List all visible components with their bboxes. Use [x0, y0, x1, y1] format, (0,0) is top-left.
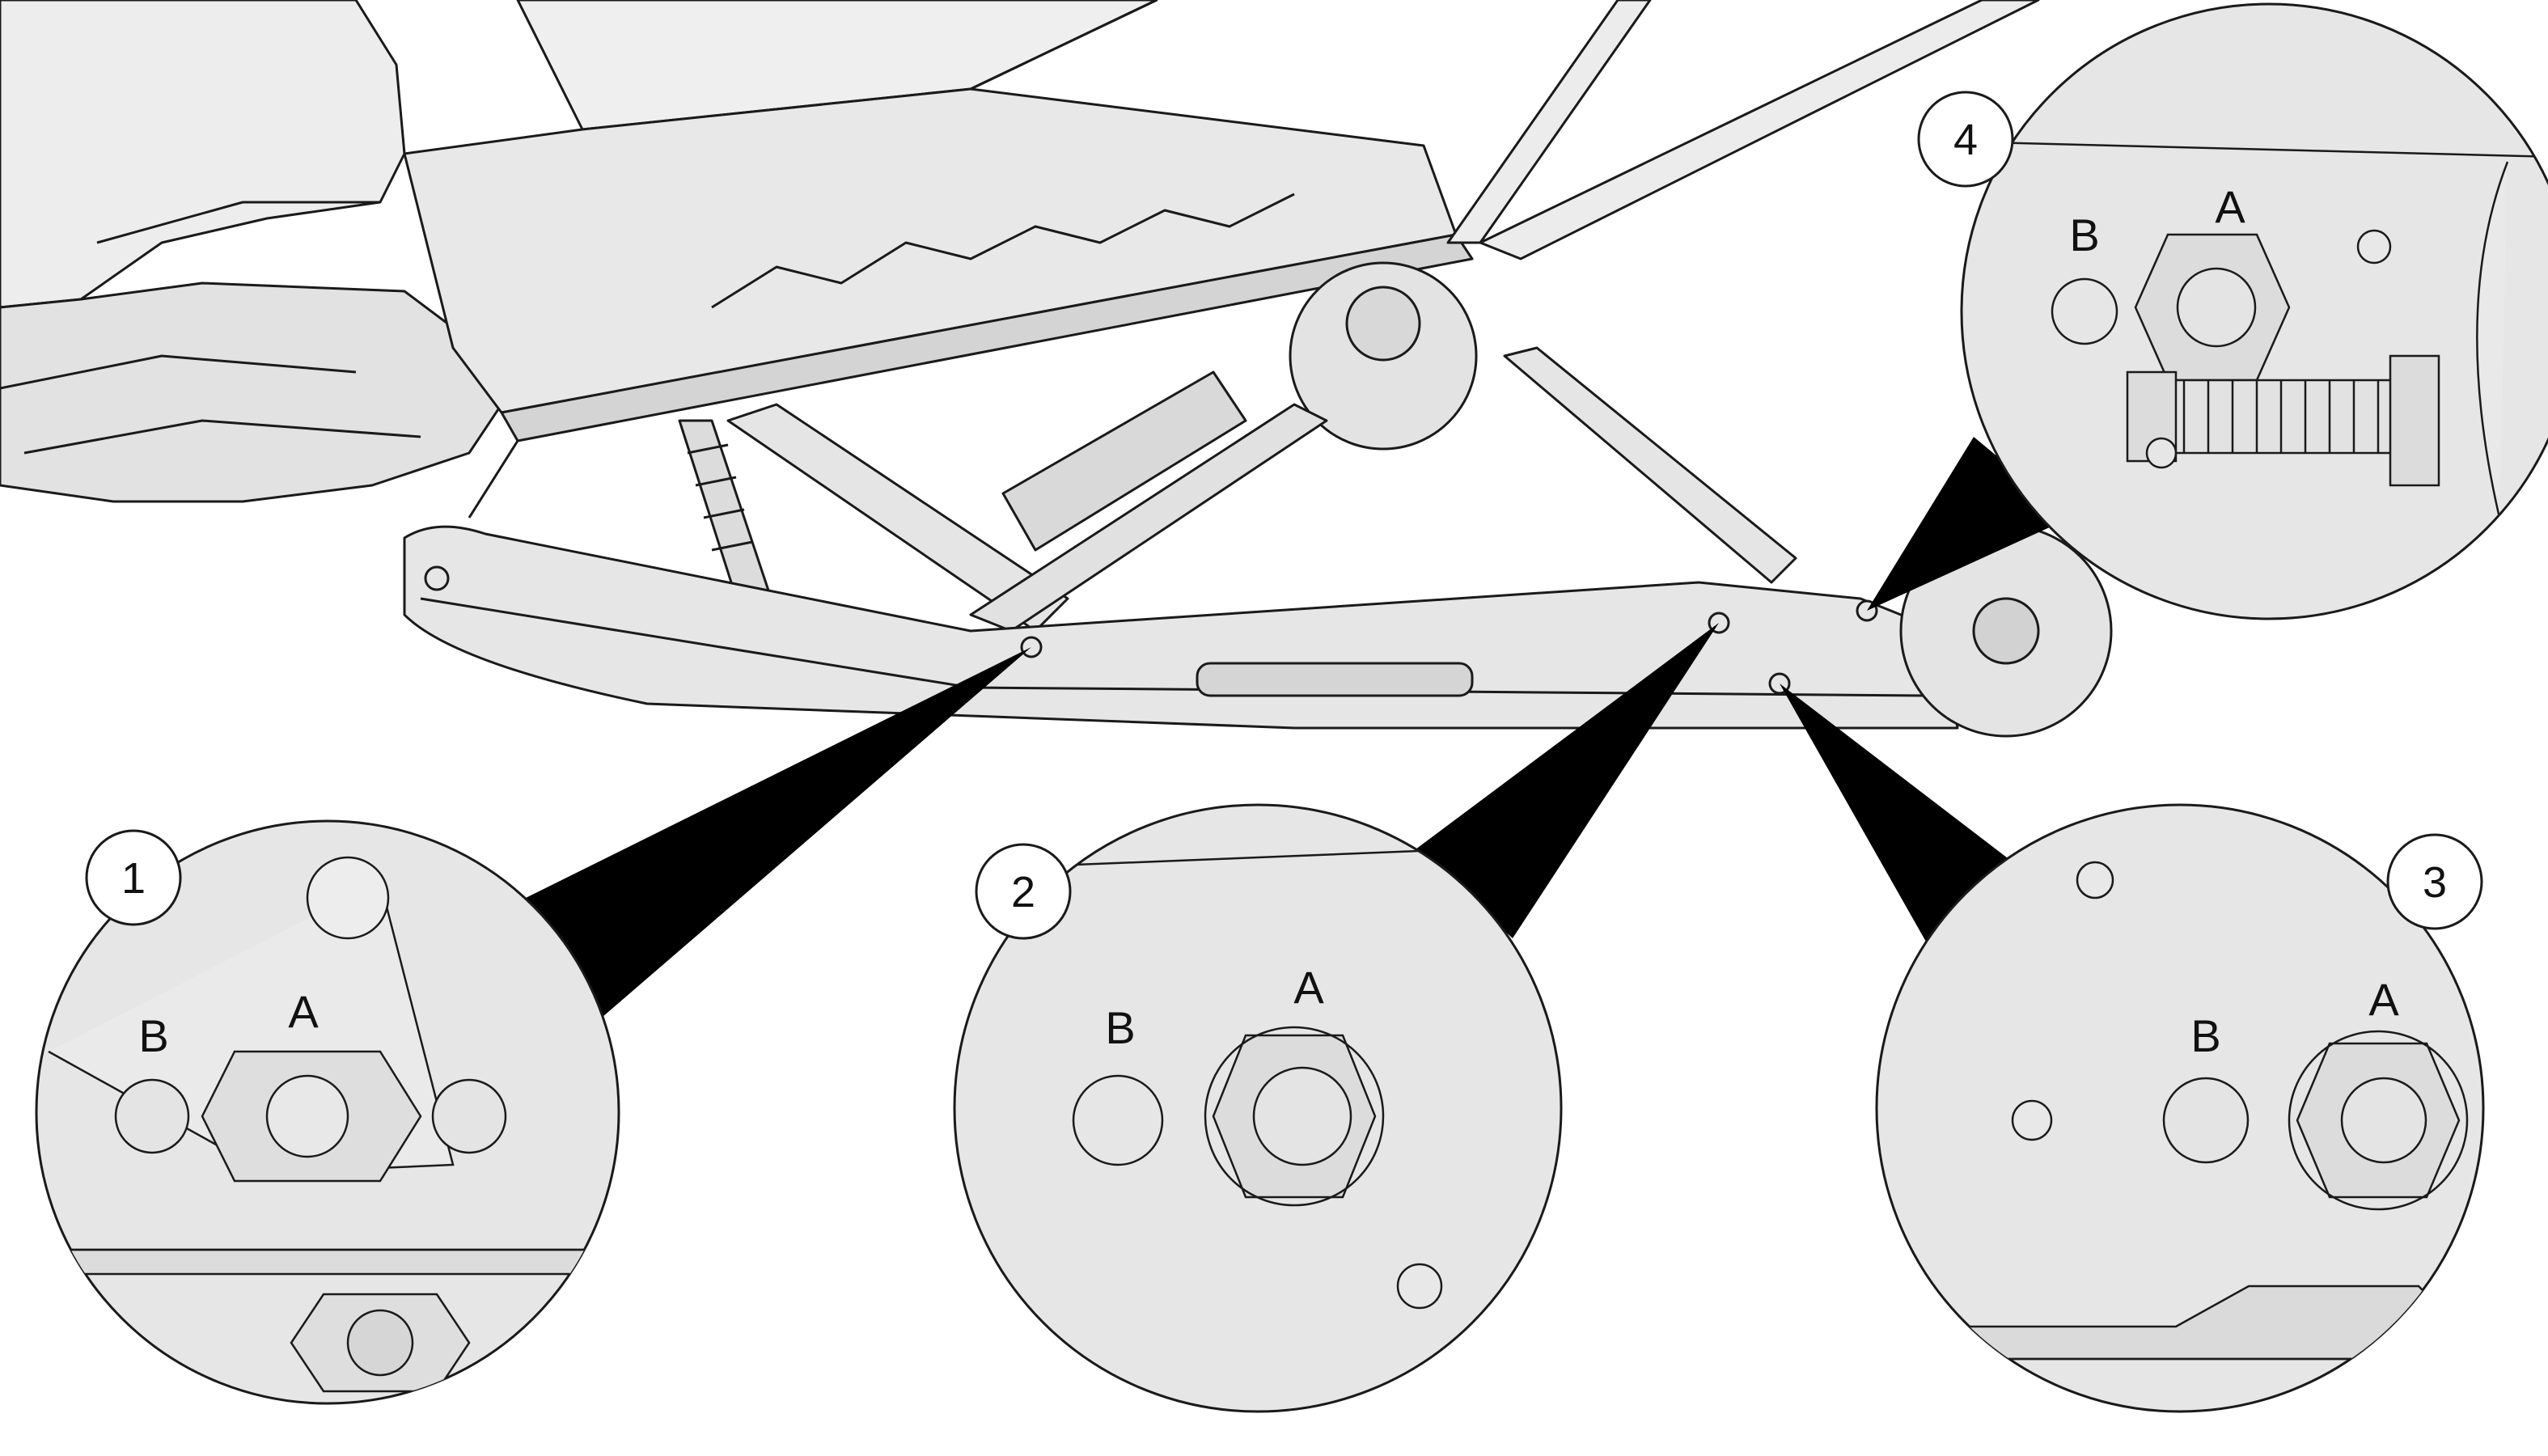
callout-number-4: 4 [1953, 116, 1978, 164]
rear-frame-tube-2 [1479, 0, 2040, 260]
detail-3-label-b: B [2190, 1010, 2220, 1061]
callout-badge-2 [975, 843, 1072, 940]
callout-badge-3 [2386, 833, 2483, 930]
detail-view-2: B A 2 [953, 803, 1563, 1413]
callout-number-3: 3 [2423, 858, 2447, 907]
bolt-a [265, 1074, 349, 1158]
callout-badge-4 [1917, 91, 2014, 188]
callout-pointer-1 [526, 647, 1031, 1027]
tunnel-panel [403, 87, 1458, 414]
snowmobile-body [0, 0, 2113, 738]
callout-number-2: 2 [1011, 868, 1035, 916]
hole-b [2051, 277, 2118, 345]
tunnel-lower-rail [500, 233, 1474, 442]
detail-1-label-a: A [288, 986, 319, 1037]
bolt-a [2176, 267, 2257, 348]
detail-1-label-b: B [138, 1010, 168, 1061]
rear-frame-tube [1446, 0, 1652, 244]
detail-view-1: B A 1 [35, 819, 620, 1405]
detail-4-label-a: A [2215, 181, 2245, 232]
callout-pointer-2 [1416, 623, 1719, 938]
hole-b [1072, 1074, 1164, 1166]
rail-slot [1196, 662, 1474, 697]
hole-b [114, 1078, 190, 1154]
detail-view-4: B A 4 [1917, 2, 2548, 620]
detail-view-3: B A 3 [1875, 803, 2485, 1413]
detail-2-label-b: B [1105, 1002, 1135, 1053]
detail-4-label-b: B [2069, 210, 2099, 260]
front-arm [726, 403, 1069, 633]
hole-b [2162, 1077, 2250, 1164]
callout-badge-1 [85, 829, 182, 926]
rear-arm [1503, 346, 1797, 584]
callout-number-1: 1 [121, 854, 146, 903]
slide-rail [403, 525, 1959, 730]
bolt-a [1252, 1066, 1352, 1166]
side-fairing [0, 281, 503, 503]
bolt-a [2340, 1077, 2427, 1164]
shock-absorber [1001, 370, 1247, 552]
detail-2-label-a: A [1293, 962, 1324, 1013]
detail-3-label-a: A [2368, 974, 2399, 1025]
front-body-panel [0, 0, 406, 309]
